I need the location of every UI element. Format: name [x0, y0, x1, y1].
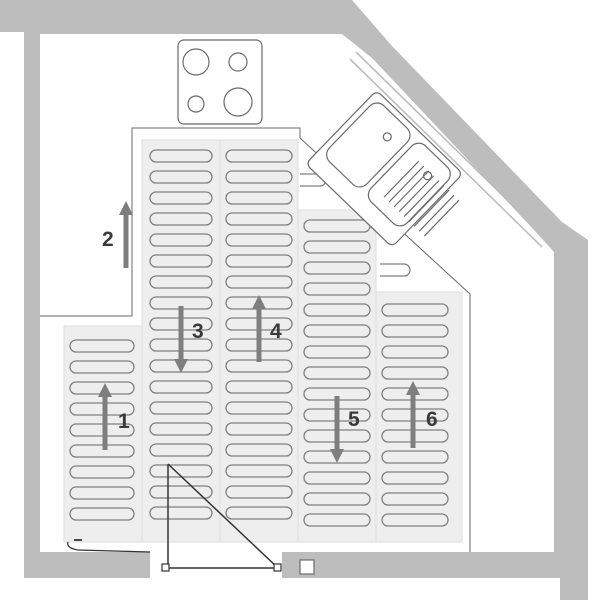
cable-loop: [381, 429, 449, 443]
cable-loop: [225, 464, 293, 478]
strip-label-2: 2: [102, 228, 114, 251]
strip-label-4: 4: [270, 320, 282, 343]
cable-loop: [149, 464, 213, 478]
mat-strip-5: [297, 209, 377, 543]
cable-loop: [149, 149, 213, 163]
cable-loop: [69, 402, 135, 416]
cable-loop: [381, 303, 449, 317]
cable-loop: [303, 471, 371, 485]
cable-loop: [225, 170, 293, 184]
window: [349, 51, 549, 248]
cable-loop: [225, 380, 293, 394]
cable-loop: [149, 212, 213, 226]
cable-loop: [225, 233, 293, 247]
cable-loop: [303, 240, 371, 254]
strip-label-1: 1: [118, 410, 130, 433]
cable-loop: [381, 513, 449, 527]
cable-loop: [69, 423, 135, 437]
cable-loop: [149, 254, 213, 268]
cable-loop: [149, 380, 213, 394]
cable-loop: [303, 492, 371, 506]
cable-loop: [69, 507, 135, 521]
cable-loop: [69, 444, 135, 458]
cable-loop: [149, 485, 213, 499]
cable-loop: [225, 506, 293, 520]
heating-cable-loops: [69, 149, 449, 527]
cable-loop: [69, 360, 135, 374]
cable-loop: [149, 275, 213, 289]
cable-loop: [303, 324, 371, 338]
cable-loop: [381, 345, 449, 359]
cable-loop: [303, 366, 371, 380]
cable-loop: [303, 408, 371, 422]
cable-loop: [381, 450, 449, 464]
cable-loop: [225, 317, 293, 331]
cable-loop: [381, 324, 449, 338]
cable-loop: [225, 275, 293, 289]
cable-loop: [69, 465, 135, 479]
cable-loop: [225, 443, 293, 457]
cable-loop: [303, 303, 371, 317]
cable-loop: [149, 401, 213, 415]
cable-loop: [69, 486, 135, 500]
cable-loop: [149, 191, 213, 205]
door-icon: [161, 463, 315, 575]
cable-loop: [149, 506, 213, 520]
cable-loop: [149, 443, 213, 457]
cable-loop: [149, 338, 213, 352]
cable-loop: [303, 513, 371, 527]
direction-arrows: [98, 201, 420, 463]
cable-loop: [303, 429, 371, 443]
cable-loop: [225, 191, 293, 205]
hob-icon: [177, 39, 263, 125]
cable-loop: [303, 450, 371, 464]
cable-loop: [225, 485, 293, 499]
cable-loop: [225, 359, 293, 373]
sink-icon: [307, 92, 462, 246]
cable-loop: [69, 381, 135, 395]
strip-label-3: 3: [192, 320, 204, 343]
cable-loop: [225, 401, 293, 415]
strip-label-5: 5: [348, 408, 360, 431]
cable-loop: [225, 338, 293, 352]
cable-loop: [303, 387, 371, 401]
cable-loop: [149, 359, 213, 373]
cable-loop: [303, 345, 371, 359]
cable-loop: [381, 492, 449, 506]
cable-loop: [149, 422, 213, 436]
cable-loop: [225, 254, 293, 268]
cable-loop: [225, 212, 293, 226]
cable-loop: [381, 387, 449, 401]
cable-loop: [381, 366, 449, 380]
cable-loop: [149, 170, 213, 184]
heating-mats: [63, 139, 463, 543]
cable-loop: [149, 233, 213, 247]
cable-loop: [381, 408, 449, 422]
cable-loop: [149, 296, 213, 310]
strip-label-6: 6: [426, 408, 438, 431]
cable-loop: [381, 471, 449, 485]
cable-loop: [149, 317, 213, 331]
cable-loop: [303, 261, 371, 275]
cable-loop: [225, 422, 293, 436]
cable-loop: [225, 149, 293, 163]
cable-loop: [225, 296, 293, 310]
cable-loop: [69, 339, 135, 353]
cable-loop: [303, 282, 371, 296]
cable-lead-wire: [67, 539, 151, 553]
